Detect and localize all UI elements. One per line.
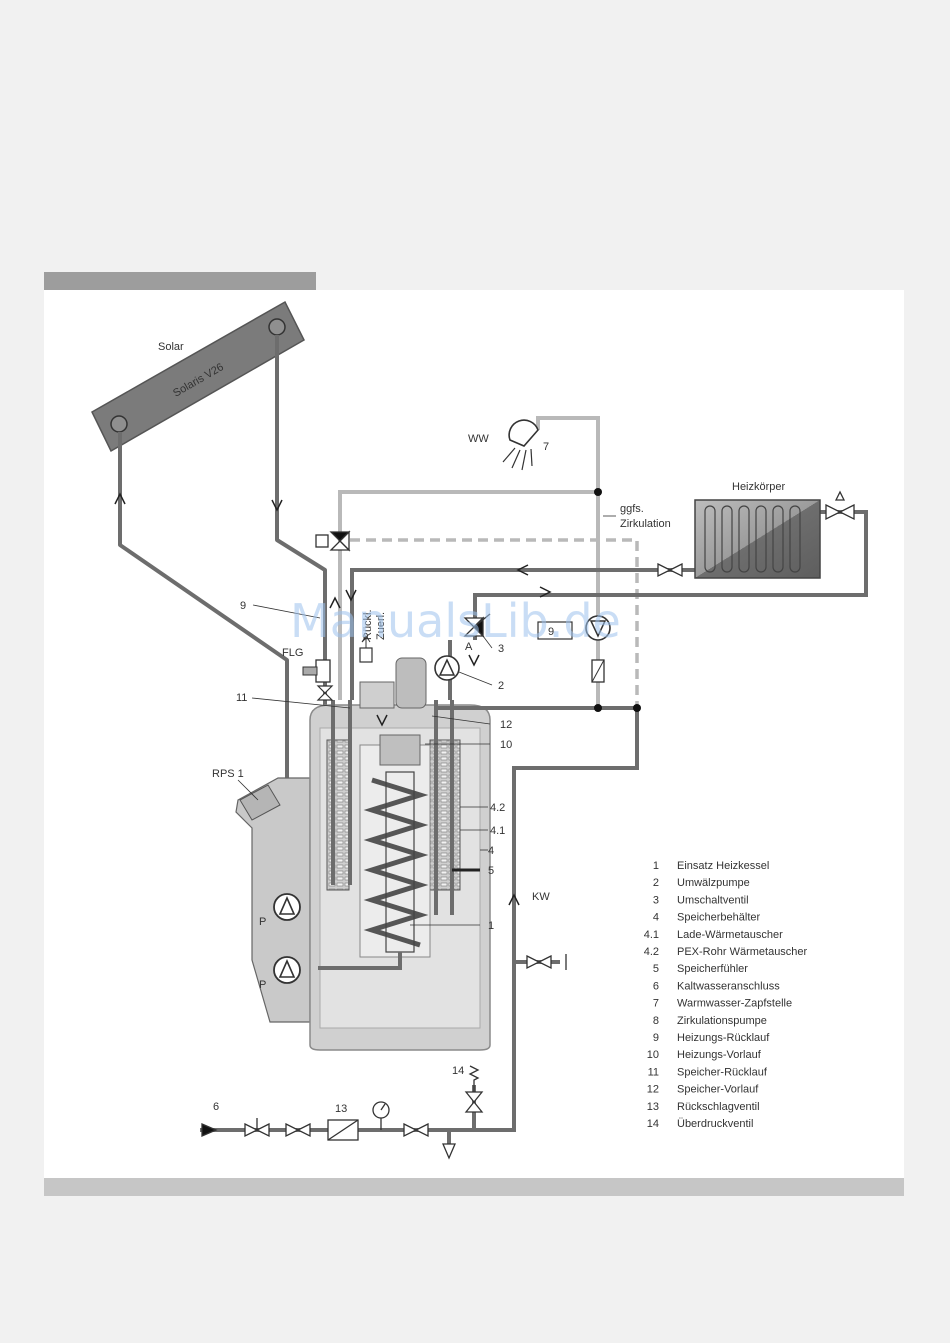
legend: 1 Einsatz Heizkessel 2 Umwälzpumpe 3 Umschalt… [644,860,808,1130]
callout-2: 2 [498,680,504,692]
cold-water-fittings [201,954,567,1160]
label-pump-p2: P [259,979,266,991]
legend-number: 14 [647,1118,659,1130]
label-pump-p1: P [259,916,266,928]
solar-collector: Solaris V26 [91,300,305,453]
legend-text: Speicher-Rücklauf [677,1066,768,1078]
legend-number: 2 [653,877,659,889]
controller-box: 9 [537,621,573,640]
vent-valve-flg [302,659,334,701]
callout-leaders [251,604,493,926]
callout-1: 1 [488,920,494,932]
label-ruecklauf-tag: Rückl. [362,609,374,640]
boiler-flue-coil [363,777,429,948]
legend-text: Einsatz Heizkessel [677,860,769,872]
legend-number: 9 [653,1032,659,1044]
legend-text: PEX-Rohr Wärmetauscher [677,946,808,958]
callout-4: 4 [488,845,494,857]
circulation-pump-8 [585,615,611,683]
legend-text: Umschaltventil [677,894,749,906]
label-ww: WW [468,433,489,445]
callout-5: 5 [488,865,494,877]
storage-tank [309,657,491,1051]
label-heizkoerper: Heizkörper [732,481,786,493]
legend-text: Rückschlagventil [677,1101,760,1113]
pump-station-rps1 [235,777,311,1023]
tank-pipes [318,700,454,970]
legend-number: 6 [653,980,659,992]
shower-head [502,419,539,471]
callout-11: 11 [236,692,247,704]
radiator [694,499,821,579]
callout-13: 13 [335,1103,347,1115]
umschaltventil-3 [463,613,491,638]
legend-number: 4 [653,912,659,924]
label-vorlauf-tag: Zuerl. [375,612,387,640]
callout-14: 14 [452,1065,464,1077]
legend-text: Zirkulationspumpe [677,1015,767,1027]
legend-text: Kaltwasseranschluss [677,980,780,992]
legend-text: Überdruckventil [677,1118,753,1130]
footer-bar [44,1178,904,1196]
legend-text: Umwälzpumpe [677,877,750,889]
hot-water-pipes [338,416,600,708]
tank-top-pump [359,635,373,663]
radiator-valves [657,490,855,578]
legend-number: 10 [647,1049,659,1061]
callout-valve-a: A [465,641,473,653]
label-solar: Solar [158,341,184,353]
legend-text: Speicherfühler [677,963,748,975]
callout-9: 9 [240,600,246,612]
three-way-valve-upper [315,530,351,552]
flow-arrows [329,564,552,906]
callout-12: 12 [500,719,512,731]
legend-text: Heizungs-Rücklauf [677,1032,770,1044]
legend-number: 8 [653,1015,659,1027]
label-flg: FLG [282,647,303,659]
legend-number: 7 [653,998,659,1010]
pipe-junctions [594,488,641,712]
legend-text: Speicher-Vorlauf [677,1084,759,1096]
legend-number: 4.2 [644,946,659,958]
callout-4-2: 4.2 [490,802,505,814]
label-zirkulation: Zirkulation [620,518,671,530]
legend-text: Warmwasser-Zapfstelle [677,998,792,1010]
legend-number: 12 [647,1084,659,1096]
legend-text: Speicherbehälter [677,912,761,924]
legend-number: 13 [647,1101,659,1113]
label-ggfs: ggfs. [620,503,644,515]
header-tab-bar [44,272,316,290]
legend-number: 11 [648,1066,659,1078]
legend-number: 3 [653,894,659,906]
controller-box-label: 9 [548,626,554,638]
legend-number: 1 [653,860,659,872]
callout-7: 7 [543,441,549,453]
label-kw: KW [532,891,550,903]
pump-2 [434,655,460,681]
legend-number: 5 [653,963,659,975]
callout-4-1: 4.1 [490,825,505,837]
legend-text: Heizungs-Vorlauf [677,1049,762,1061]
callout-10: 10 [500,739,512,751]
legend-number: 4.1 [644,929,659,941]
label-rps1: RPS 1 [212,768,244,780]
legend-text: Lade-Wärmetauscher [677,929,783,941]
watermark: ManualsLib.de [290,594,621,648]
callout-6: 6 [213,1101,219,1113]
callout-3: 3 [498,643,504,655]
